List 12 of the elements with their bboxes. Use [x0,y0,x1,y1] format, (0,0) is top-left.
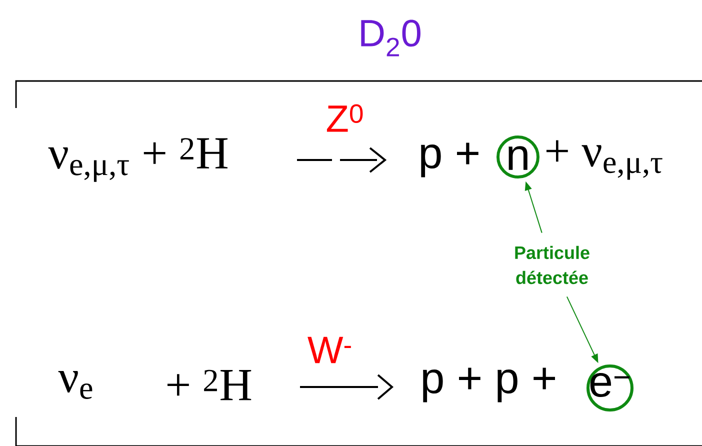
highlight-circle [496,136,540,178]
equation-term: + ν$_{e,μ,τ}$ [546,140,662,180]
highlight-circle [586,364,634,412]
equation-term: n [508,146,528,170]
equation-term: p + p + [423,368,555,402]
equation-term: W$^{-}$ [308,336,351,364]
equation-term: ν$_{e}$ [58,370,92,399]
title: D$_{2}$0 [361,20,420,56]
equation-term: Z$^{0}$ [326,104,363,132]
equation-term: ν$_{e,μ,τ}$ + $^{2}$H [48,138,228,182]
equation-term: + $^{2}$H [168,370,252,400]
callout-text: Particule détectée [515,246,590,284]
